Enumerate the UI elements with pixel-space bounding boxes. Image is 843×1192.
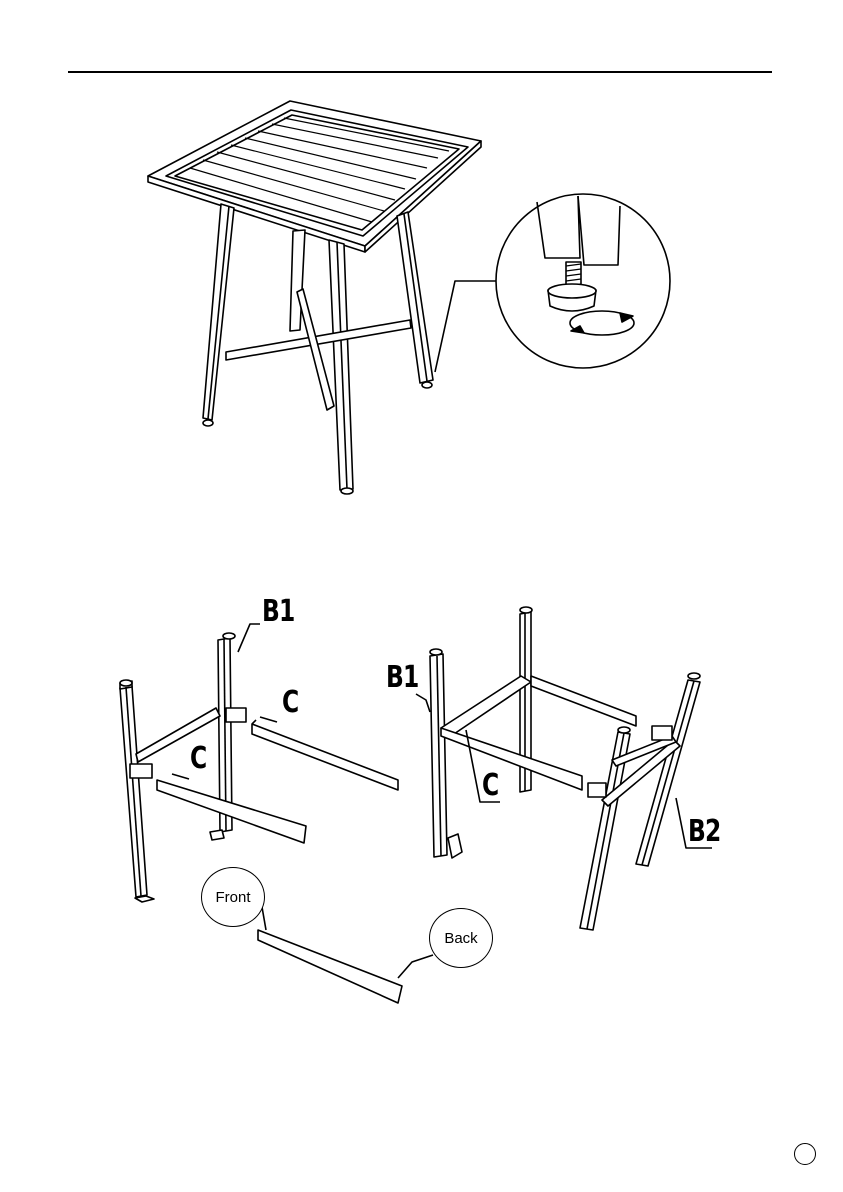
- back-bubble: Back: [429, 908, 493, 968]
- part-label-c-right: C: [482, 771, 498, 801]
- back-bubble-label: Back: [444, 930, 477, 947]
- front-bubble-label: Front: [215, 889, 250, 906]
- page-number-circle: [794, 1143, 816, 1165]
- front-bubble: Front: [201, 867, 265, 927]
- part-label-c-upper: C: [282, 688, 298, 718]
- part-label-b1-left: B1: [262, 597, 295, 627]
- part-label-c-lower: C: [190, 744, 206, 774]
- part-label-b1-right: B1: [386, 663, 419, 693]
- part-label-b2: B2: [688, 817, 721, 847]
